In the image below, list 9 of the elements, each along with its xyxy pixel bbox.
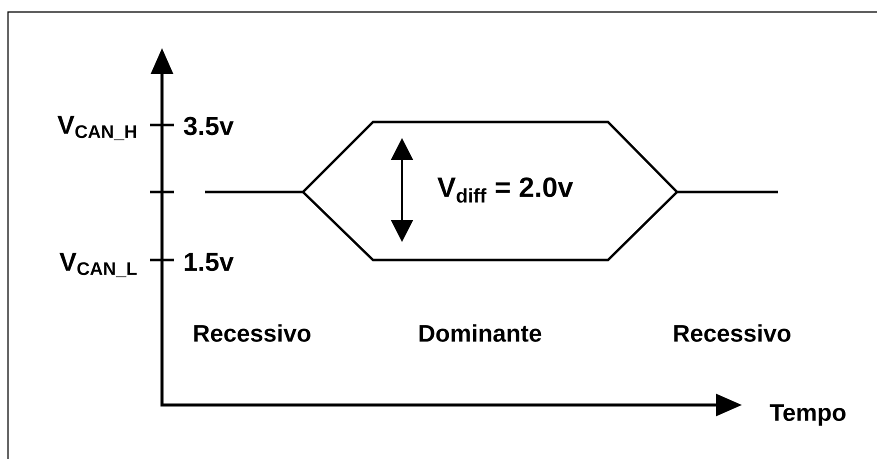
- tick-label: 3.5v: [184, 116, 234, 136]
- difference-label: V$_{diff}$ = 2.0v: [437, 177, 574, 203]
- state-label: Recessivo: [674, 324, 790, 342]
- voltage-label: V$_{CAN_H}$: [57, 116, 136, 140]
- state-label: Dominante: [420, 324, 542, 342]
- voltage-label: V$_{CAN_L}$: [59, 252, 137, 278]
- axis-label: Tempo: [770, 404, 846, 426]
- state-label: Recessivo: [194, 324, 310, 342]
- tick-label: 1.5v: [184, 252, 234, 272]
